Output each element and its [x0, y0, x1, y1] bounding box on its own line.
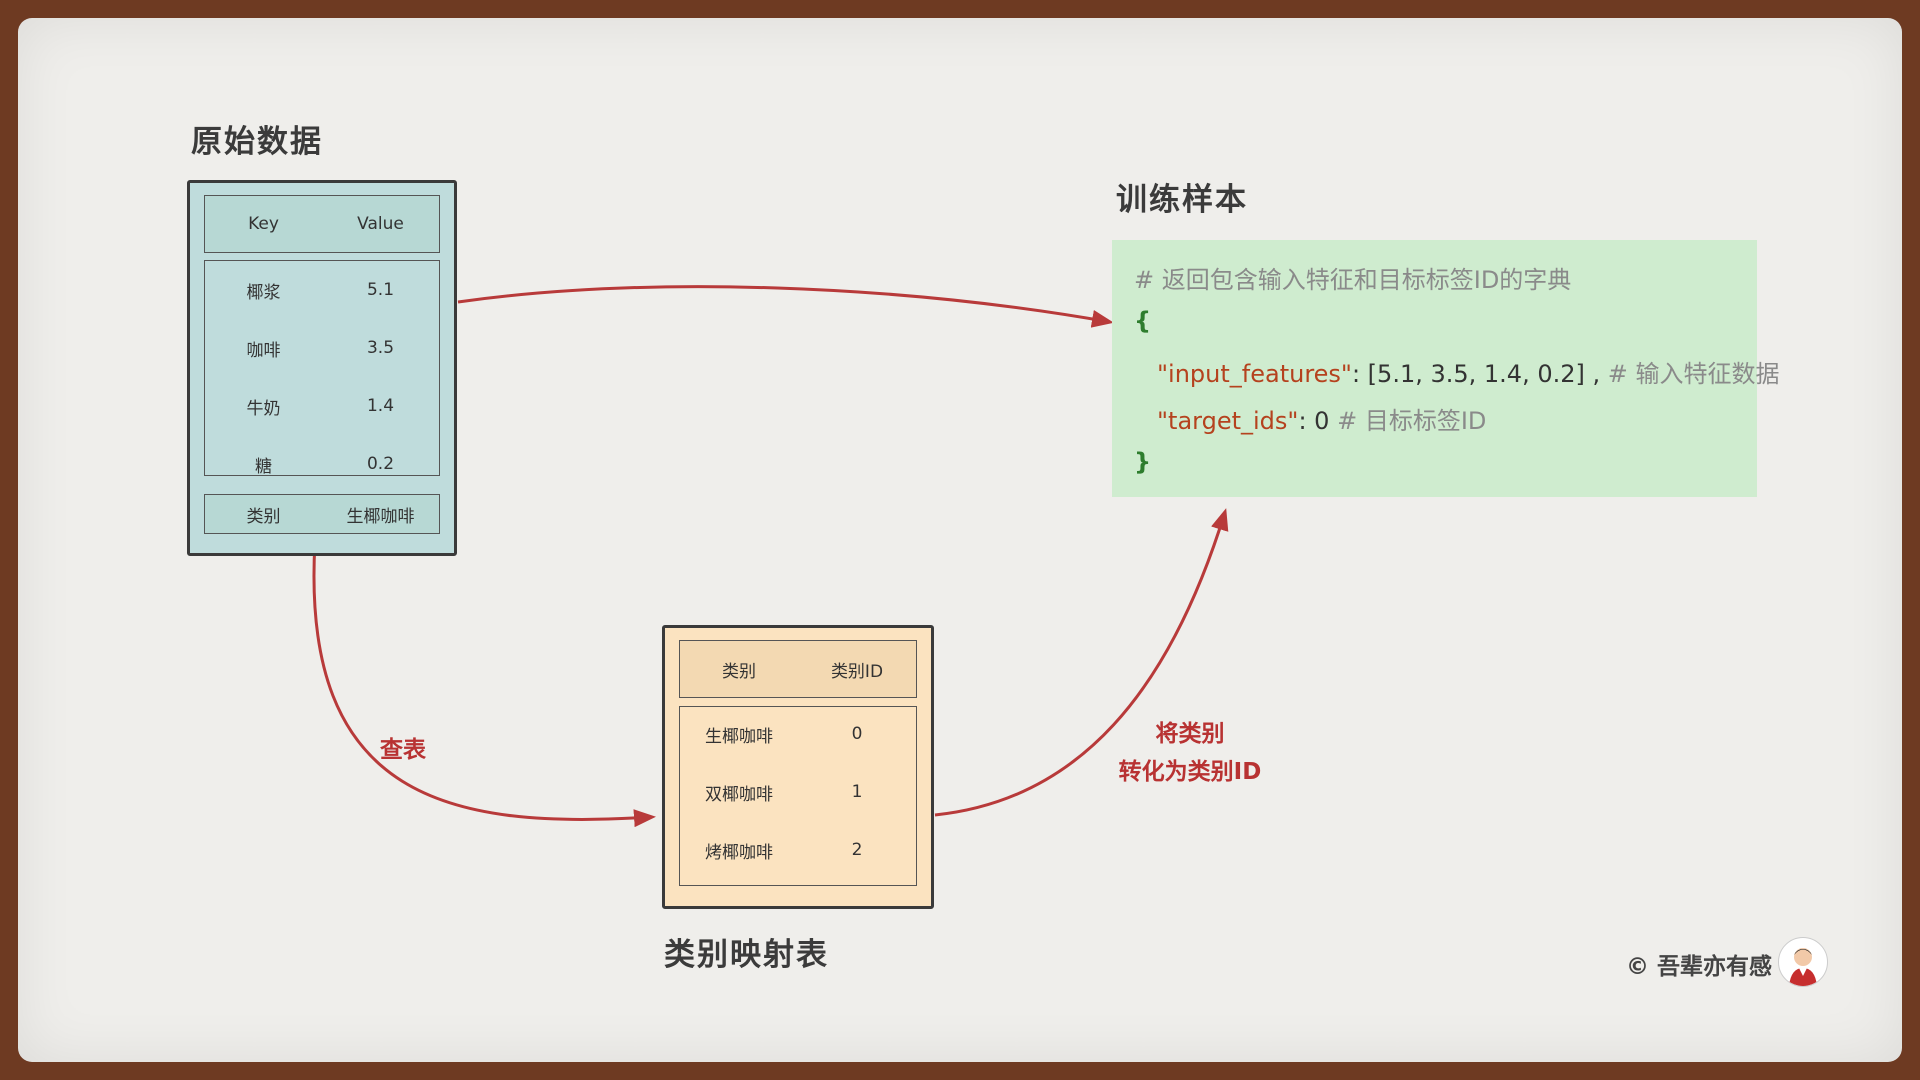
raw-header-value: Value: [357, 214, 404, 234]
table-row: 椰浆 5.1: [205, 275, 439, 305]
raw-value: 3.5: [366, 338, 395, 358]
map-category: 生椰咖啡: [705, 726, 773, 747]
map-category: 烤椰咖啡: [705, 842, 773, 863]
map-header-category: 类别: [722, 661, 756, 682]
raw-table-body: 椰浆 5.1 咖啡 3.5 牛奶 1.4 糖 0.2: [204, 260, 440, 479]
table-row: 牛奶 1.4: [205, 391, 439, 421]
raw-table-footer: 类别 生椰咖啡: [204, 494, 440, 534]
raw-table-header: Key Value: [204, 195, 440, 253]
map-table-header: 类别 类别ID: [679, 640, 917, 698]
map-table-body: 生椰咖啡 0 双椰咖啡 1 烤椰咖啡 2: [679, 706, 917, 886]
code-line-input-features: "input_features": [5.1, 3.5, 1.4, 0.2] ,…: [1157, 354, 1780, 389]
code-close-brace: }: [1134, 448, 1152, 476]
raw-key: 椰浆: [246, 282, 281, 303]
map-id: 2: [851, 840, 863, 860]
raw-key: 牛奶: [246, 398, 281, 419]
raw-value: 1.4: [366, 396, 395, 416]
credit: © 吾辈亦有感: [1626, 954, 1773, 980]
table-row: 烤椰咖啡 2: [680, 835, 916, 865]
category-mapping-table: 类别 类别ID 生椰咖啡 0 双椰咖啡 1 烤椰咖啡 2: [662, 625, 934, 909]
title-category-mapping: 类别映射表: [664, 937, 829, 973]
raw-footer-key: 类别: [246, 506, 281, 527]
raw-footer-value: 生椰咖啡: [346, 506, 415, 527]
raw-data-table: Key Value 椰浆 5.1 咖啡 3.5 牛奶 1.4 糖 0.2 类别 …: [187, 180, 457, 556]
map-header-id: 类别ID: [830, 661, 884, 682]
code-value-target-ids: : 0: [1298, 407, 1330, 435]
arrow-lookup: [312, 541, 656, 828]
label-convert: 将类别 转化为类别ID: [1110, 714, 1270, 786]
avatar: [1778, 937, 1828, 987]
title-raw-data: 原始数据: [191, 124, 323, 160]
raw-header-key: Key: [248, 214, 279, 234]
avatar-icon: [1789, 948, 1817, 986]
training-sample-code: # 返回包含输入特征和目标标签ID的字典 { "input_features":…: [1112, 240, 1780, 497]
map-id: 1: [851, 782, 863, 802]
raw-key: 咖啡: [246, 340, 281, 361]
code-line-target-ids: "target_ids": 0 # 目标标签ID: [1157, 401, 1486, 436]
arrow-raw-to-sample: [457, 285, 1114, 328]
table-row: 生椰咖啡 0: [680, 719, 916, 749]
table-row: 糖 0.2: [205, 449, 439, 479]
label-convert-line1: 将类别: [1155, 721, 1225, 747]
map-category: 双椰咖啡: [705, 784, 773, 805]
code-comment-target-ids: # 目标标签ID: [1337, 407, 1487, 435]
code-open-brace: {: [1134, 307, 1152, 335]
map-id: 0: [851, 724, 863, 744]
raw-value: 0.2: [366, 454, 395, 474]
raw-key: 糖: [255, 456, 272, 477]
code-value-input-features: : [5.1, 3.5, 1.4, 0.2] ,: [1351, 360, 1601, 388]
code-key-input-features: "input_features": [1157, 360, 1352, 388]
code-comment: # 返回包含输入特征和目标标签ID的字典: [1134, 266, 1572, 294]
table-row: 双椰咖啡 1: [680, 777, 916, 807]
label-lookup: 查表: [380, 737, 426, 763]
table-row: 咖啡 3.5: [205, 333, 439, 363]
code-comment-input-features: # 输入特征数据: [1607, 360, 1780, 388]
code-key-target-ids: "target_ids": [1157, 407, 1299, 435]
label-convert-line2: 转化为类别ID: [1118, 759, 1262, 785]
title-training-sample: 训练样本: [1116, 182, 1248, 218]
arrow-to-id: [934, 508, 1229, 817]
raw-value: 5.1: [366, 280, 395, 300]
